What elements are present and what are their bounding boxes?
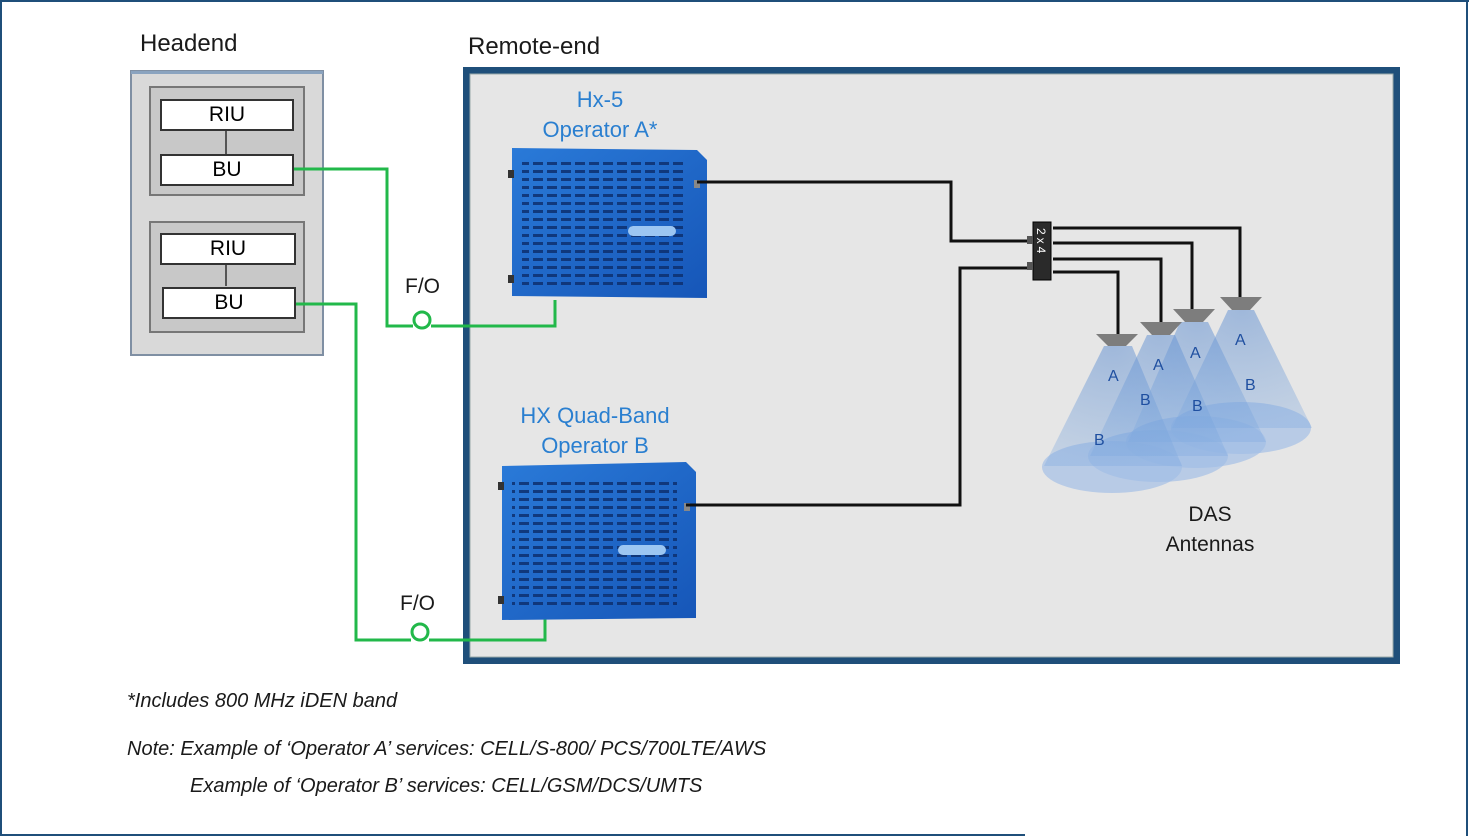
note-operator-a: Note: Example of ‘Operator A’ services: … [127, 738, 767, 760]
antenna-4-a-label: A [1235, 332, 1246, 349]
das-caption: DAS [1188, 503, 1232, 526]
device-b-operator: Operator B [541, 433, 649, 458]
coax-lines [686, 180, 1242, 507]
footnote: *Includes 800 MHz iDEN band [127, 690, 398, 712]
device-a [508, 148, 707, 298]
bu-box-2: BU [162, 287, 296, 319]
bu-box-1: BU [160, 154, 294, 186]
note-operator-b: Example of ‘Operator B’ services: CELL/G… [190, 775, 703, 797]
riu-box-2: RIU [160, 233, 296, 265]
antenna-2-a-label: A [1153, 357, 1164, 374]
frame-bottom-border [0, 834, 1025, 836]
antennas-caption: Antennas [1165, 533, 1255, 556]
frame-left-border [0, 0, 2, 836]
frame-top-border [0, 0, 1469, 2]
antenna-2-b-label: B [1140, 392, 1151, 409]
device-a-operator: Operator A* [542, 117, 658, 142]
antenna-3-a-label: A [1190, 345, 1201, 362]
splitter-2x4 [1027, 221, 1052, 281]
fiber-label-bottom: F/O [400, 592, 435, 615]
antenna-1-a-label: A [1108, 368, 1119, 385]
antenna-4-b-label: B [1245, 377, 1256, 394]
fiber-lines [291, 167, 557, 642]
riu-box-1: RIU [160, 99, 294, 131]
remote-end-title: Remote-end [468, 33, 601, 60]
device-b [498, 462, 696, 620]
device-b-name: HX Quad-Band [520, 403, 670, 428]
splitter-label: 2x4 [1034, 228, 1048, 257]
device-a-name: Hx-5 [576, 87, 624, 112]
frame-right-border [1466, 0, 1468, 836]
headend-title: Headend [140, 30, 238, 57]
antenna-3-b-label: B [1192, 398, 1203, 415]
antenna-1-b-label: B [1094, 432, 1105, 449]
fiber-label-top: F/O [405, 275, 440, 298]
antenna-cones [1042, 297, 1312, 493]
